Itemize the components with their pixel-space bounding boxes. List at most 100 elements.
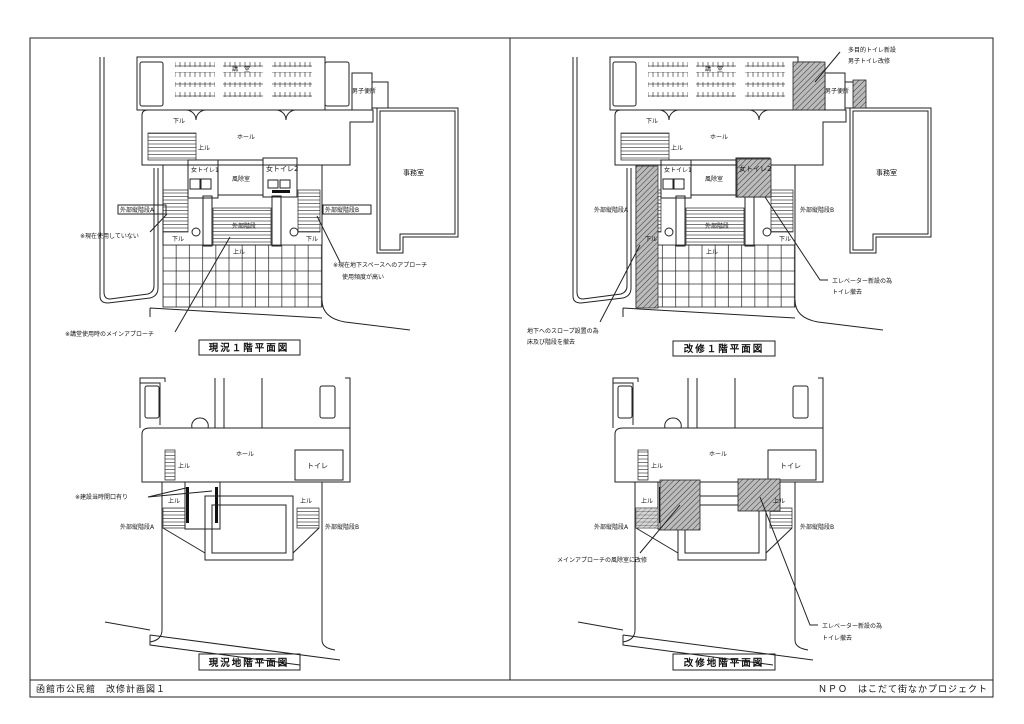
note-toilet-removal: トイレ撤去: [832, 288, 862, 296]
label-ext-stair-a: 外部縦階段A: [120, 206, 155, 214]
hall: [141, 109, 374, 166]
floor-plan-basement: ホール 上ル トイレ 上ル 上ル: [104, 377, 351, 666]
label-hall: ホール: [710, 134, 728, 141]
label-up: 上ル: [178, 462, 190, 470]
label-womens-toilet-1: 女トイレ1: [664, 166, 692, 174]
drawing-title: 現況１階平面図: [209, 342, 290, 354]
label-toilet: トイレ: [780, 462, 801, 470]
floor-plan-1f: 講 堂 男子便所 ホール 下ル 上ル 事務室 女トイレ1 風除室 女トイレ2 外…: [99, 56, 459, 331]
renovated-1f-plan-labels: 講 堂男子便所ホール下ル上ル事務室女トイレ1風除室女トイレ2外部階段下ル下ル上ル: [645, 65, 897, 256]
toilet: [294, 449, 344, 481]
label-mens-toilet: 男子便所: [825, 87, 849, 95]
note-mens-toilet: 男子トイレ改修: [848, 57, 890, 65]
drawing-title: 改修地階平面図: [684, 657, 765, 669]
external-stair-b: [297, 189, 321, 233]
sheet-border: [29, 37, 994, 698]
title-box: [672, 653, 776, 671]
external-stair-b: [770, 189, 794, 233]
note-main-approach: ※講堂使用時のメインアプローチ: [65, 330, 154, 338]
note-elevator: エレベーター新設の為: [832, 277, 892, 285]
note-windbreak-conversion: メインアプローチの風除室に改修: [557, 556, 647, 564]
note-slope: 地下へのスロープ設置の為: [527, 327, 599, 335]
womens-toilet-2: [262, 157, 298, 198]
hall: [141, 427, 351, 483]
renovated-1f-annotations: 外部縦階段A 外部縦階段B 多目的トイレ新設 男子トイレ改修 地下へのスロープ設…: [527, 46, 896, 357]
hatched-stair-a: [636, 508, 658, 528]
label-auditorium: 講 堂: [232, 65, 250, 73]
title-box: [198, 339, 301, 356]
external-stair-a: [162, 189, 189, 233]
site-boundary-left: [572, 57, 632, 304]
interior-stairs: [147, 132, 197, 161]
label-ext-stair: 外部階段: [705, 222, 729, 230]
label-down: 下ル: [173, 118, 185, 125]
label-office: 事務室: [876, 168, 897, 177]
label-womens-toilet-2: 女トイレ2: [739, 164, 771, 173]
title-box: [198, 653, 301, 671]
label-office: 事務室: [403, 168, 424, 177]
label-down: 下ル: [172, 236, 184, 243]
label-ext-stair-b: 外部縦階段B: [800, 523, 834, 531]
office: [376, 107, 459, 254]
office: [849, 107, 932, 254]
label-auditorium: 講 堂: [705, 65, 723, 73]
label-hall: ホール: [709, 451, 727, 458]
interior-stairs: [637, 449, 649, 481]
hatched-new-toilet: [792, 61, 867, 111]
note-multipurpose-toilet: 多目的トイレ新設: [848, 46, 896, 54]
entrance-tiled-plaza: [635, 244, 796, 308]
label-up: 上ル: [300, 497, 312, 505]
interior-stairs: [620, 132, 670, 161]
note-basement-approach: ※現在地下スペースへのアプローチ: [333, 261, 427, 269]
label-womens-toilet-2: 女トイレ2: [266, 164, 298, 173]
label-ext-stair-b: 外部縦階段B: [800, 206, 834, 214]
external-stair-a: [162, 507, 186, 529]
renovated-b1-plan-labels: ホール上ルトイレ上ル上ル: [641, 451, 801, 505]
note-basement-frequency: 使用頻度が高い: [342, 273, 384, 281]
label-ext-stair: 外部階段: [232, 222, 256, 230]
note-elevator: エレベーター新設の為: [822, 622, 882, 630]
title-box: [672, 340, 776, 357]
note-toilet-removal: トイレ撤去: [822, 634, 852, 642]
label-womens-toilet-1: 女トイレ1: [191, 166, 219, 174]
label-down: 下ル: [646, 118, 658, 125]
drawing-title: 現況地階平面図: [209, 657, 290, 669]
footer-organization: ＮＰＯ はこだて街なかプロジェクト: [818, 683, 988, 695]
label-mens-toilet: 男子便所: [352, 87, 376, 95]
interior-stairs: [164, 449, 176, 481]
label-hall: ホール: [237, 134, 255, 141]
label-ext-stair-b: 外部縦階段B: [325, 523, 359, 531]
label-up: 上ル: [198, 144, 210, 152]
label-ext-stair-a: 外部縦階段A: [594, 206, 629, 214]
drawing-title: 改修１階平面図: [684, 343, 765, 355]
label-up: 上ル: [671, 144, 683, 152]
external-stairs-main: [212, 207, 272, 246]
floor-plan-basement-renovated: [577, 377, 824, 666]
external-stair-b: [296, 507, 320, 529]
label-up: 上ル: [233, 248, 245, 256]
note-unused: ※現在使用していない: [80, 232, 139, 240]
auditorium-seats: [175, 62, 312, 97]
current-b1-annotations: ※建設当時開口有り 外部縦階段A 外部縦階段B 現況地階平面図: [75, 487, 359, 671]
label-up: 上ル: [651, 462, 663, 470]
footer-project-title: 函館市公民館 改修計画図１: [36, 683, 166, 695]
label-down: 下ル: [779, 236, 791, 243]
note-slope-removal: 床及び階段を撤去: [527, 338, 575, 346]
external-stairs-main: [685, 207, 745, 246]
toilet: [767, 449, 817, 481]
label-up: 上ル: [773, 497, 785, 505]
label-up: 上ル: [168, 497, 180, 505]
auditorium-seats: [648, 62, 785, 97]
hatched-slope-area: [635, 165, 659, 309]
label-windbreak: 風除室: [705, 175, 723, 183]
current-1f-annotations: 外部縦階段A 外部縦階段B ※現在使用していない ※現在地下スペースへのアプロー…: [65, 204, 427, 356]
label-down: 下ル: [306, 236, 318, 243]
renovated-b1-annotations: 外部縦階段A 外部縦階段B メインアプローチの風除室に改修 エレベーター新設の為…: [557, 478, 882, 671]
hatched-elevator: [737, 478, 781, 512]
external-stair-b: [769, 507, 793, 529]
label-windbreak: 風除室: [232, 175, 250, 183]
label-down: 下ル: [645, 236, 657, 243]
label-up: 上ル: [706, 248, 718, 256]
note-original-opening: ※建設当時開口有り: [75, 493, 128, 501]
